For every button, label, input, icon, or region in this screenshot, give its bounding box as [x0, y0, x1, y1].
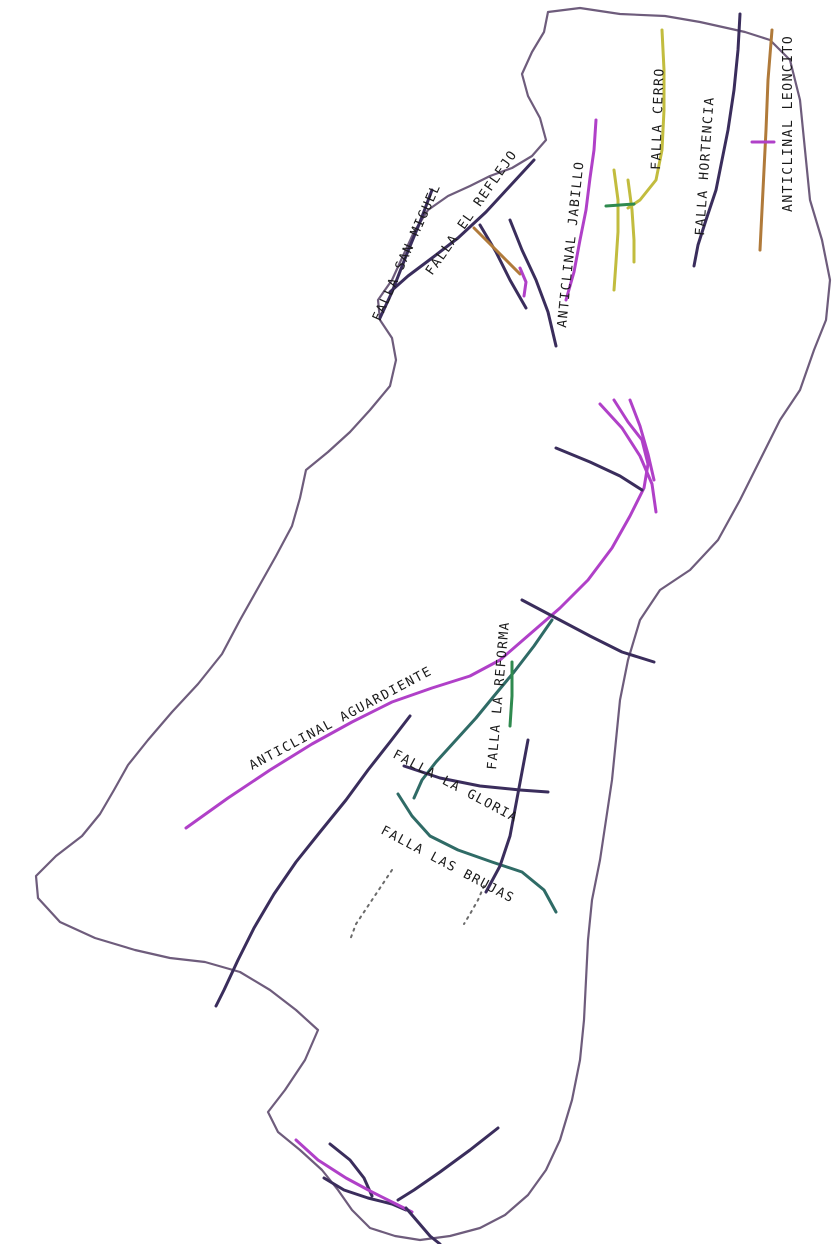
southern-anticline: [294, 1138, 414, 1214]
dotted-trace-2: [463, 885, 485, 925]
falla-la-gloria-line: [402, 764, 550, 794]
falla-cerro-line-3: [626, 178, 636, 264]
long-dark-fault: [214, 714, 412, 1008]
secondary-fault-line-2: [508, 218, 558, 348]
falla-el-reflejo-line: [388, 158, 536, 294]
falla-hortencia-line: [692, 12, 742, 268]
label-falla-cerro: FALLA CERRO: [649, 67, 668, 170]
southern-fault-d: [404, 1206, 442, 1244]
anticlinal-jabillo-line: [564, 118, 598, 302]
las-brujas-dark-segment: [484, 738, 530, 894]
upper-dark-fault: [554, 446, 644, 492]
falla-cerro-line-2: [612, 168, 620, 292]
falla-cerro-line-1: [626, 28, 666, 210]
southern-fault-c: [328, 1142, 374, 1198]
label-falla-hortencia: FALLA HORTENCIA: [693, 96, 718, 237]
falla-cerro-tick: [604, 202, 636, 208]
anticlinal-leoncito-line: [758, 28, 774, 252]
label-anticlinal-leoncito: ANTICLINAL LEONCITO: [781, 35, 796, 212]
southern-fault-a: [396, 1126, 500, 1202]
label-falla-san-miguel: FALLA SAN MIGUEL: [370, 181, 444, 323]
reflejo-purple-segment: [518, 266, 528, 298]
cross-fault-right: [520, 598, 656, 664]
falla-san-miguel-line: [378, 188, 434, 320]
label-anticlinal-jabillo: ANTICLINAL JABILLO: [555, 160, 587, 329]
secondary-fault-line-1: [478, 223, 528, 310]
anticlinal-aguardiente-line: [184, 398, 650, 830]
dotted-trace-1: [349, 869, 393, 941]
reforma-green-segment: [508, 660, 514, 728]
label-falla-la-reforma: FALLA LA REFORMA: [485, 620, 513, 770]
aguardiente-branch-1: [598, 402, 658, 514]
reflejo-brown-segment: [472, 226, 522, 276]
gloria-teal-branch: [396, 792, 558, 914]
aguardiente-branch-2: [628, 398, 656, 482]
